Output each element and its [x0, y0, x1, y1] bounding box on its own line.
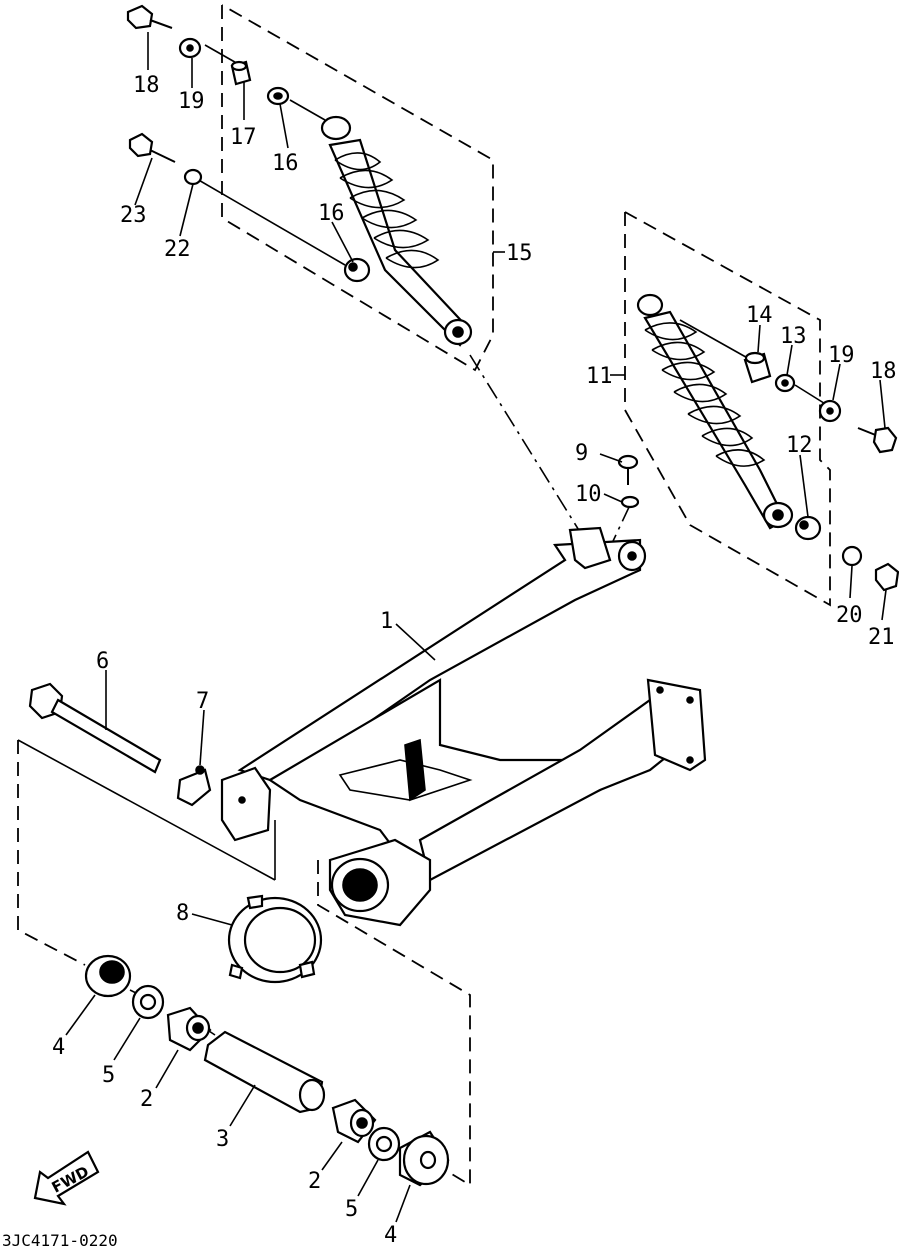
rear-shock-absorber	[320, 115, 473, 347]
bearing-4-left	[84, 954, 132, 998]
bolt-9	[617, 454, 639, 485]
callout-22: 22	[164, 237, 191, 262]
callout-15: 15	[506, 241, 533, 266]
washer-5-right	[367, 1126, 401, 1162]
right-bearing-group-outline	[317, 860, 471, 1187]
callout-6: 6	[96, 649, 109, 674]
washer-19-right	[818, 399, 842, 423]
callout-leaders	[65, 32, 887, 1223]
callout-13: 13	[780, 324, 807, 349]
callout-2-right: 2	[308, 1169, 321, 1194]
front-shock-group-outline	[624, 211, 831, 607]
callout-8: 8	[176, 901, 189, 926]
bracket-7	[176, 765, 212, 807]
callout-labels: 18 19 17 16 23 22 16 15 11 14 13 19 18 1…	[52, 73, 897, 1248]
callout-23: 23	[120, 203, 147, 228]
callout-3: 3	[216, 1127, 229, 1152]
diagram-code: 3JC4171-0220	[2, 1231, 118, 1250]
alignment-lines	[129, 44, 836, 1151]
callout-1: 1	[380, 609, 393, 634]
callout-9: 9	[575, 441, 588, 466]
bolt-18-right	[857, 426, 898, 454]
callout-18-right: 18	[870, 359, 897, 384]
bushing-2-left	[166, 1006, 212, 1052]
callout-4-right: 4	[384, 1223, 397, 1248]
collar-14	[743, 351, 772, 384]
callout-19-top: 19	[178, 89, 205, 114]
callout-18-top: 18	[133, 73, 160, 98]
fwd-direction-arrow: FWD	[33, 1150, 100, 1206]
bolt-18-top	[126, 4, 173, 30]
rear-shock-group-outline	[221, 4, 494, 372]
bushing-16-bottom	[343, 257, 371, 283]
callout-4-left: 4	[52, 1035, 65, 1060]
callout-10: 10	[575, 482, 602, 507]
callout-7: 7	[196, 689, 209, 714]
bushing-2-right	[331, 1098, 377, 1144]
callout-11: 11	[586, 364, 613, 389]
callout-16-top: 16	[272, 151, 299, 176]
callout-21: 21	[868, 625, 895, 650]
rear-arm-swingarm	[220, 526, 707, 927]
seal-ring-8	[227, 894, 323, 984]
washer-22	[183, 168, 203, 186]
callout-17: 17	[230, 125, 257, 150]
front-shock-absorber	[636, 293, 794, 530]
bearing-4-right	[398, 1130, 450, 1187]
callout-20: 20	[836, 603, 863, 628]
washer-20	[841, 545, 863, 567]
callout-5-left: 5	[102, 1063, 115, 1088]
callout-5-right: 5	[345, 1197, 358, 1222]
bushing-12	[794, 515, 822, 541]
callout-19-right: 19	[828, 343, 855, 368]
bolt-23	[128, 132, 176, 163]
bushing-13	[774, 373, 796, 393]
callout-12: 12	[786, 433, 813, 458]
nut-21	[874, 562, 899, 592]
washer-19-top	[178, 37, 202, 59]
left-bearing-group-outline	[17, 739, 276, 966]
callout-2-left: 2	[140, 1087, 153, 1112]
callout-14: 14	[746, 303, 773, 328]
clip-10	[620, 495, 640, 509]
callout-16-bottom: 16	[318, 201, 345, 226]
pivot-bolt-6	[28, 682, 162, 774]
collar-shaft-3	[203, 1030, 326, 1114]
collar-17	[230, 60, 252, 86]
bushing-16-top	[266, 86, 290, 106]
washer-5-left	[131, 984, 165, 1020]
